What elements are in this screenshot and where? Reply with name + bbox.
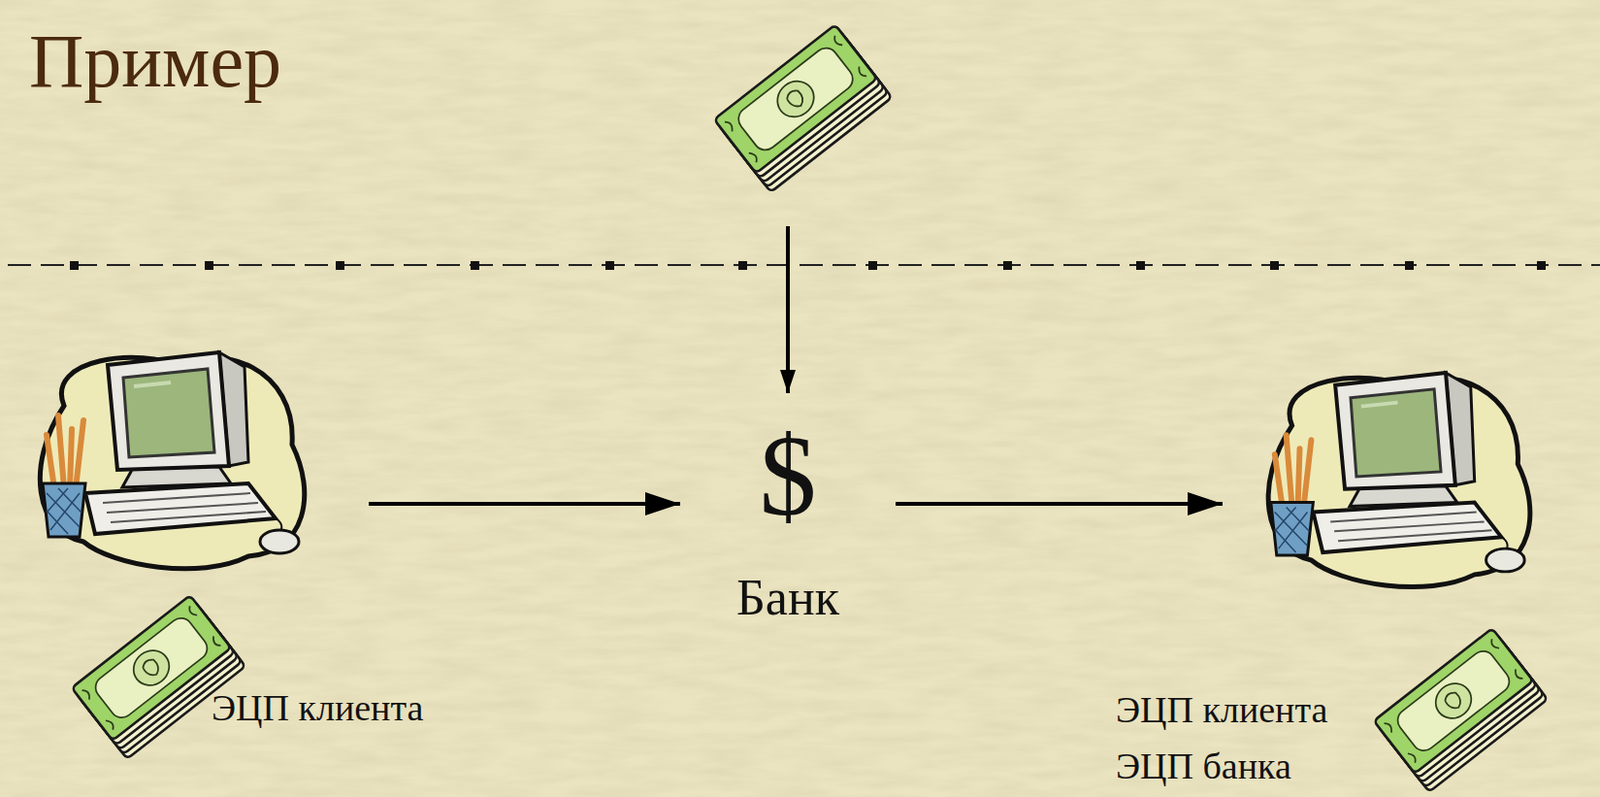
node-label: Банк [687, 568, 888, 627]
signature-label: ЭЦП клиента [211, 685, 424, 729]
transfer-arrow [785, 226, 790, 393]
boundary-line [7, 261, 1600, 270]
money-stack [714, 25, 892, 193]
client-node: ЭЦП клиента [19, 344, 361, 777]
signature-label: ЭЦП банка [1115, 744, 1292, 787]
bank-node: $Банк [687, 407, 888, 621]
computer-icon [1268, 372, 1531, 588]
flow-arrow [368, 501, 681, 506]
signature-label: ЭЦП клиента [1115, 687, 1328, 731]
money-stack [1373, 627, 1548, 791]
client-node: ЭЦП клиентаЭЦП банка [1230, 363, 1541, 791]
flow-arrow [895, 501, 1223, 506]
slide-title: Пример [29, 19, 282, 103]
money-stack [71, 594, 246, 758]
computer-icon [39, 352, 304, 569]
currency-symbol: $ [687, 413, 888, 540]
